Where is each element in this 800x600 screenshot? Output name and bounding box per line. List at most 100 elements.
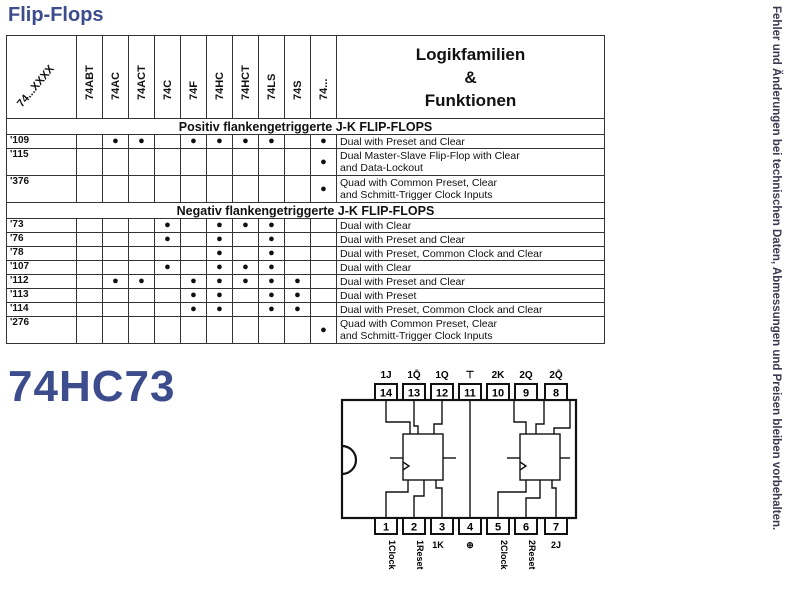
availability-cell: ●	[154, 218, 181, 233]
family-label: 74C	[161, 79, 174, 100]
availability-cell	[180, 260, 207, 275]
availability-cell	[154, 134, 181, 149]
availability-cell: ●	[154, 260, 181, 275]
availability-cell: ●	[310, 316, 337, 344]
function-column-header: Logikfamilien & Funktionen	[336, 35, 605, 119]
availability-cell	[154, 246, 181, 261]
availability-cell: ●	[284, 302, 311, 317]
family-column-header: 74S	[284, 35, 311, 119]
table-row: '114●●●●Dual with Preset, Common Clock a…	[6, 302, 605, 317]
bottom-pin-number: 4	[467, 522, 474, 534]
availability-dot: ●	[268, 275, 275, 287]
function-header-line: &	[464, 67, 477, 87]
availability-dot: ●	[112, 275, 119, 287]
availability-cell: ●	[258, 246, 285, 261]
table-body: Positiv flankengetriggerte J-K FLIP-FLOP…	[6, 118, 605, 344]
availability-dot: ●	[320, 135, 327, 147]
family-label: 74AC	[109, 71, 122, 100]
description-line: Dual with Clear	[340, 219, 412, 232]
availability-dot: ●	[190, 289, 197, 301]
availability-cell: ●	[180, 274, 207, 289]
availability-cell	[76, 260, 103, 275]
availability-cell	[180, 148, 207, 176]
family-column-header: 74F	[180, 35, 207, 119]
availability-cell: ●	[102, 274, 129, 289]
family-column-header: 74C	[154, 35, 181, 119]
description-line: Dual with Preset, Common Clock and Clear	[340, 303, 543, 316]
availability-cell	[284, 148, 311, 176]
part-code: '276	[6, 316, 77, 344]
family-column-header: 74HC	[206, 35, 233, 119]
top-pin-number: 10	[492, 388, 504, 400]
family-column-header: 74ACT	[128, 35, 155, 119]
part-code: '78	[6, 246, 77, 261]
availability-cell: ●	[258, 288, 285, 303]
table-row: '78 ● ● Dual with Preset, Common Clock and …	[6, 246, 605, 261]
availability-cell	[128, 246, 155, 261]
availability-dot: ●	[268, 289, 275, 301]
bottom-pin-number: 5	[495, 522, 501, 534]
availability-dot: ●	[320, 155, 327, 168]
chip-body	[340, 398, 578, 520]
top-pin-number: 14	[380, 388, 393, 400]
availability-cell: ●	[258, 260, 285, 275]
top-pin-number: 9	[523, 388, 529, 400]
top-pin-number: 12	[436, 388, 448, 400]
description-line: Dual with Preset	[340, 289, 417, 302]
availability-dot: ●	[268, 219, 275, 231]
family-label: 74S	[291, 80, 304, 100]
family-label: 74HCT	[239, 65, 252, 100]
function-description: Dual with Preset, Common Clock and Clear	[336, 302, 605, 317]
table-row: '113●●●●Dual with Preset	[6, 288, 605, 303]
section-header-row: Positiv flankengetriggerte J-K FLIP-FLOP…	[6, 118, 605, 135]
availability-cell: ●	[232, 274, 259, 289]
availability-dot: ●	[164, 219, 171, 231]
availability-dot: ●	[216, 275, 223, 287]
availability-cell	[258, 316, 285, 344]
family-label: 74LS	[265, 73, 278, 100]
top-pin-label: 2Q̄	[549, 369, 563, 381]
availability-dot: ●	[138, 135, 145, 147]
section-title: Negativ flankengetriggerte J-K FLIP-FLOP…	[6, 202, 605, 219]
availability-cell	[258, 175, 285, 203]
section-title: Positiv flankengetriggerte J-K FLIP-FLOP…	[6, 118, 605, 135]
page-title: Flip-Flops	[8, 4, 104, 26]
availability-cell	[232, 246, 259, 261]
top-pin-label: 2K	[492, 370, 506, 381]
availability-cell	[154, 316, 181, 344]
availability-dot: ●	[268, 233, 275, 245]
description-line: Dual with Preset, Common Clock and Clear	[340, 247, 543, 260]
top-pin-label: 1Q̄	[407, 369, 421, 381]
disclaimer-text: Fehler und Änderungen bei technischen Da…	[770, 6, 782, 531]
top-pin-box	[486, 383, 510, 401]
availability-dot: ●	[190, 275, 197, 287]
availability-cell	[76, 288, 103, 303]
availability-cell: ●	[284, 274, 311, 289]
availability-dot: ●	[216, 247, 223, 259]
availability-cell	[310, 274, 337, 289]
part-code: '112	[6, 274, 77, 289]
availability-cell: ●	[232, 260, 259, 275]
availability-dot: ●	[190, 135, 197, 147]
availability-cell	[284, 134, 311, 149]
availability-cell	[154, 274, 181, 289]
availability-cell	[180, 246, 207, 261]
availability-cell: ●	[258, 274, 285, 289]
availability-cell	[102, 218, 129, 233]
function-description: Dual with Preset	[336, 288, 605, 303]
top-pin-number: 13	[408, 388, 420, 400]
availability-cell	[310, 302, 337, 317]
availability-dot: ●	[164, 261, 171, 273]
availability-cell: ●	[258, 302, 285, 317]
availability-dot: ●	[294, 289, 301, 301]
availability-cell: ●	[232, 134, 259, 149]
availability-dot: ●	[242, 261, 249, 273]
availability-cell	[102, 246, 129, 261]
description-line: Dual with Clear	[340, 261, 412, 274]
part-code: '107	[6, 260, 77, 275]
availability-cell: ●	[206, 134, 233, 149]
family-label: 74...	[317, 78, 330, 100]
section-header-row: Negativ flankengetriggerte J-K FLIP-FLOP…	[6, 202, 605, 219]
availability-cell: ●	[180, 302, 207, 317]
